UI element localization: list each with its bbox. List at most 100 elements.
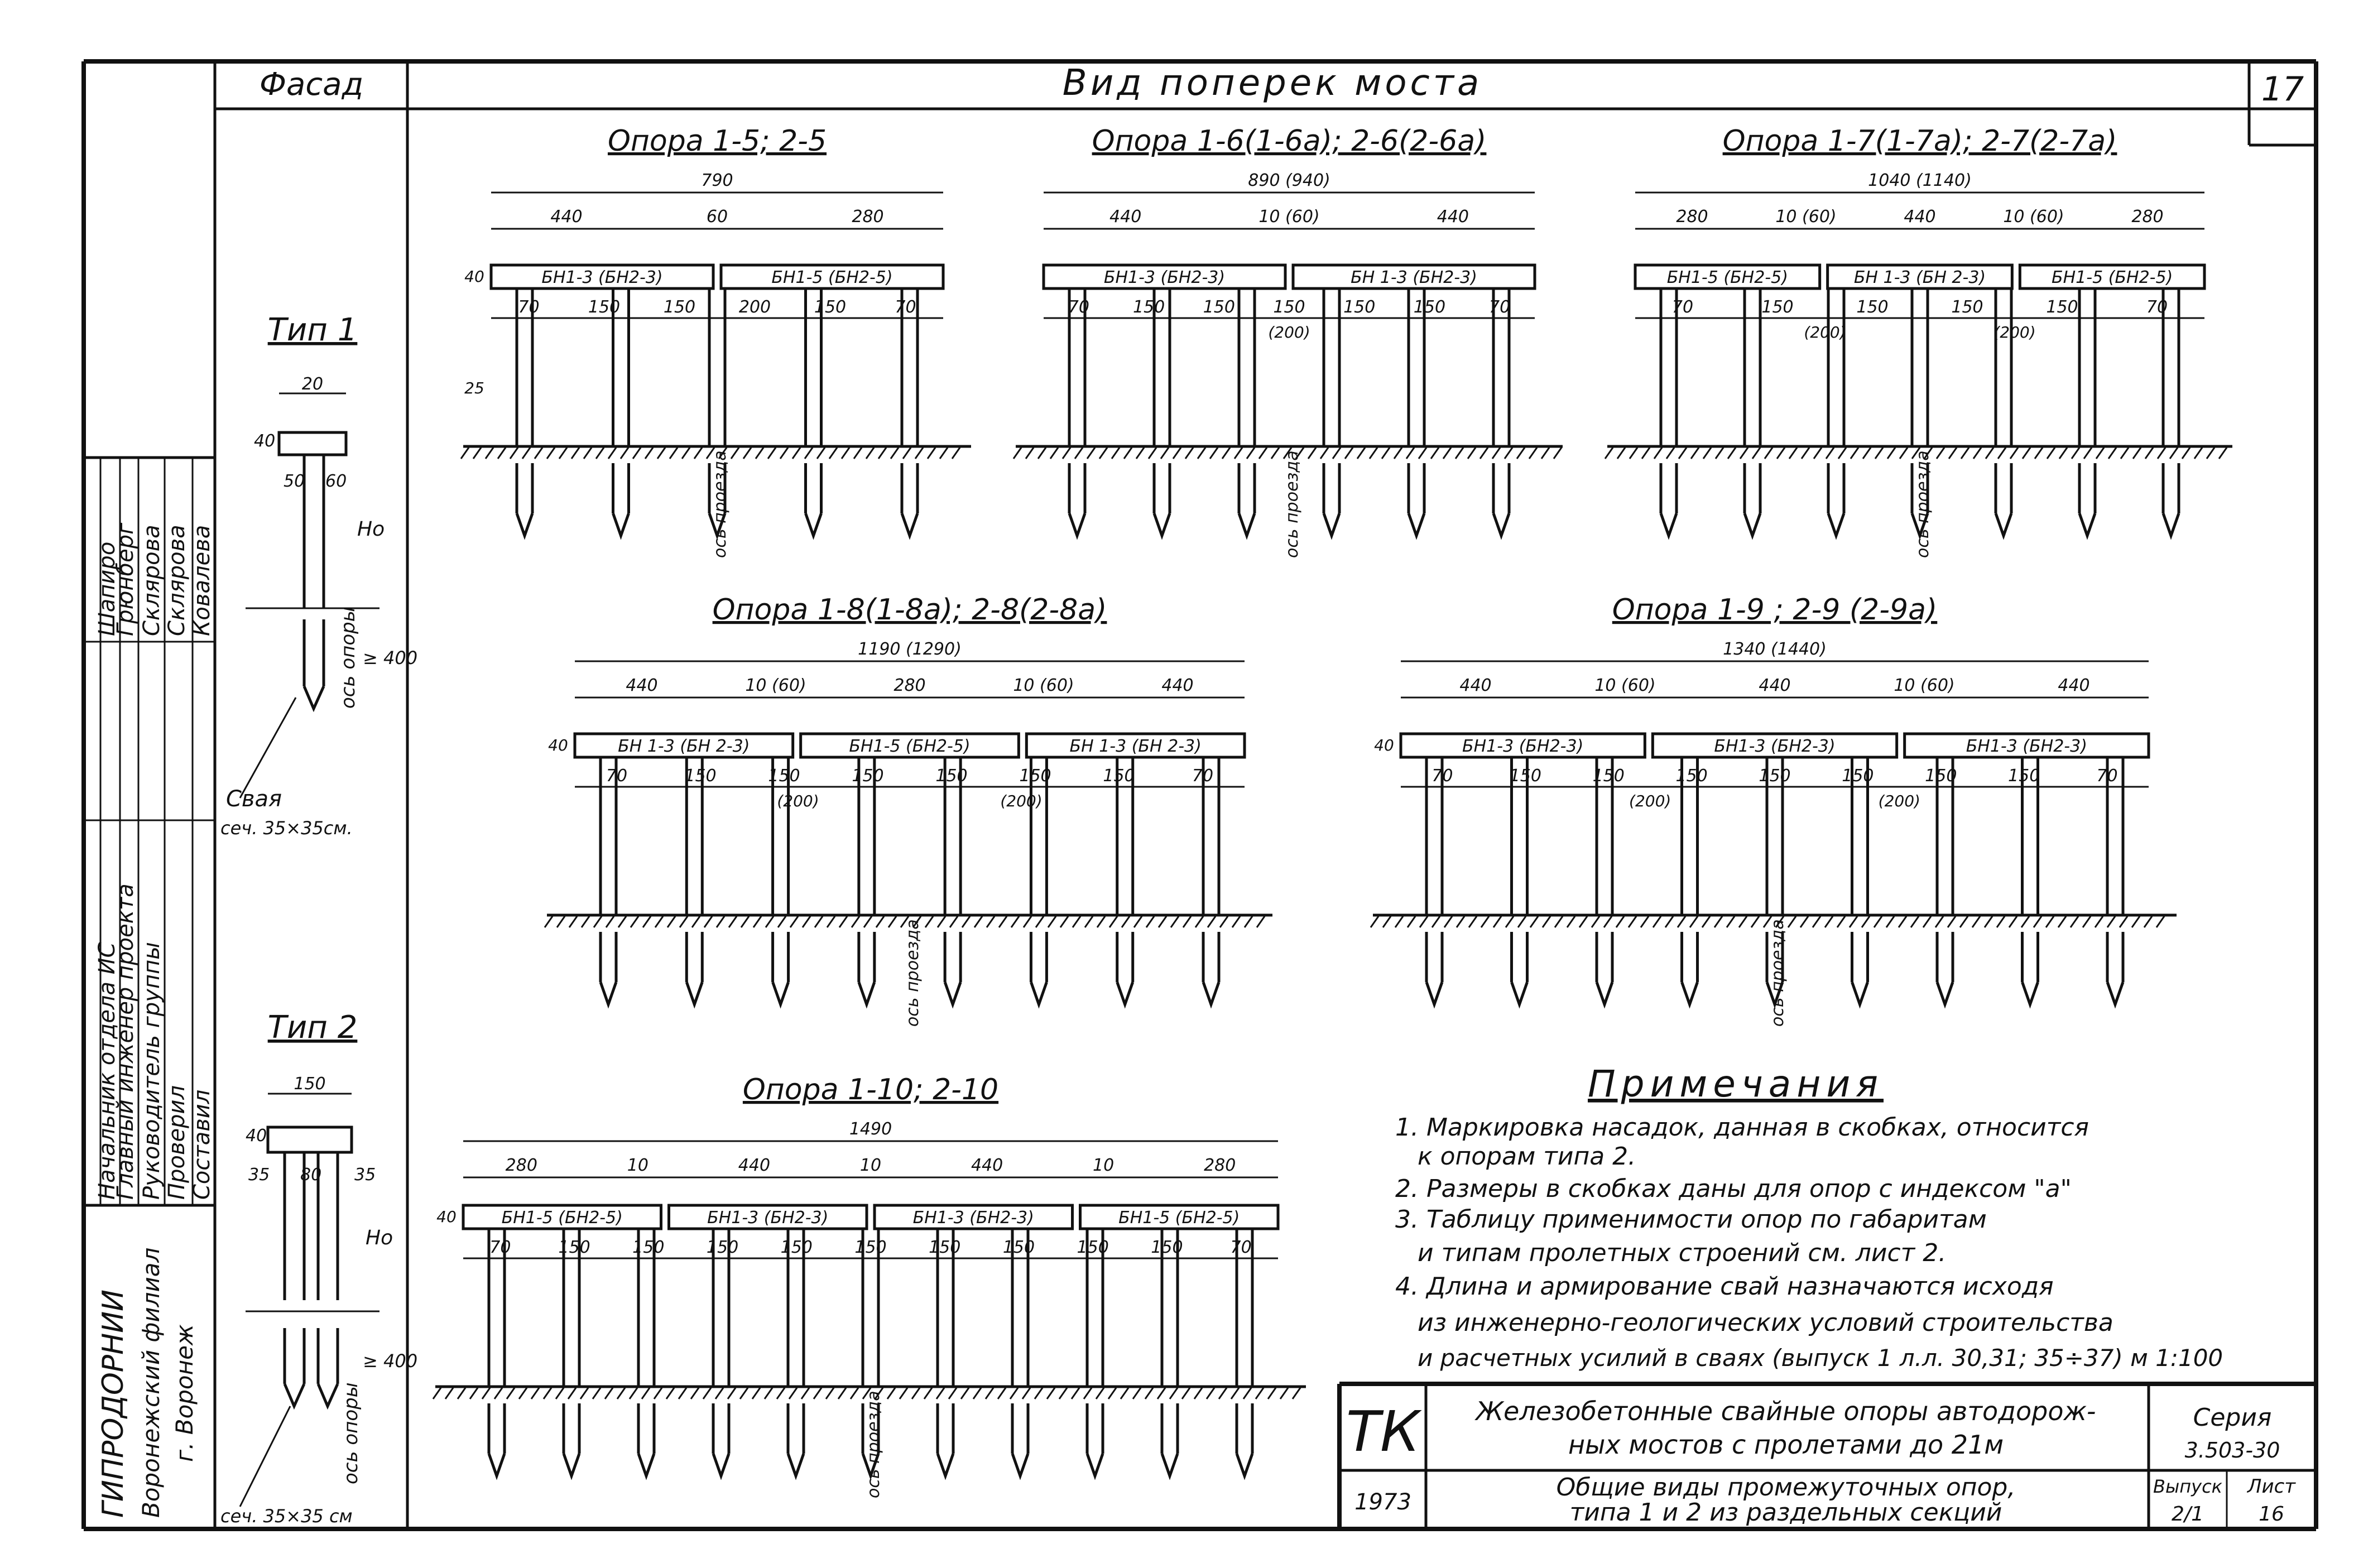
- ground-hatch: [751, 1387, 761, 1399]
- total-dim-label: 1190 (1290): [858, 639, 962, 659]
- ground-hatch: [1209, 447, 1219, 459]
- ground-hatch: [1096, 916, 1106, 928]
- ground-hatch: [2143, 916, 2153, 928]
- pile-tip: [1011, 1453, 1030, 1480]
- ground-hatch: [1911, 447, 1921, 459]
- pile-tip: [1659, 513, 1678, 540]
- pile-cap-label: БН1-5 (БН2-5): [849, 737, 970, 756]
- ground-hatch: [951, 447, 961, 459]
- pile-tip: [1425, 982, 1444, 1009]
- title-logo: ТК: [1346, 1399, 1422, 1464]
- notes-heading: Примечания: [1588, 1062, 1884, 1105]
- axis-label-group: ось проезда: [1913, 450, 1933, 558]
- ground-hatch: [1862, 447, 1872, 459]
- ground-hatch: [714, 1387, 724, 1399]
- stamp-role-4: Проверил: [164, 1085, 190, 1200]
- ground-hatch: [678, 1387, 688, 1399]
- axis-label: ось проезда: [903, 919, 923, 1027]
- ground-hatch: [1528, 447, 1538, 459]
- ground-hatch: [1381, 447, 1391, 459]
- ground-hatch: [1061, 447, 1072, 459]
- segment-dim-label: 440: [971, 1156, 1003, 1175]
- ground-hatch: [1370, 916, 1380, 928]
- ground-hatch: [1971, 916, 1981, 928]
- ground-hatch: [481, 1387, 491, 1399]
- pile-dim-label: 150: [1273, 297, 1305, 317]
- ground-hatch: [2034, 447, 2044, 459]
- pile-cap-label: БН 1-3 (БН2-3): [1351, 268, 1477, 287]
- issue-label: Выпуск: [2153, 1476, 2223, 1497]
- ground-hatch: [2057, 916, 2067, 928]
- pile-cap-label: БН 1-3 (БН 2-3): [1070, 737, 1202, 756]
- ground-hatch: [1492, 916, 1502, 928]
- ground-hatch: [630, 916, 640, 928]
- ground-hatch: [1873, 916, 1883, 928]
- ground-hatch: [1541, 916, 1551, 928]
- pile-dim-alt-label: (200): [1804, 323, 1846, 342]
- ground-hatch: [1184, 447, 1194, 459]
- note-line-2: к опорам типа 2.: [1418, 1142, 1636, 1171]
- pile-tip: [1068, 513, 1087, 540]
- pile-dim-label: 150: [1510, 766, 1541, 786]
- ground-hatch: [828, 447, 838, 459]
- axis-label: ось проезда: [1768, 919, 1788, 1027]
- ground-hatch: [1095, 1387, 1105, 1399]
- ground-hatch: [457, 1387, 467, 1399]
- ground-hatch: [788, 1387, 798, 1399]
- pile-tip: [2078, 513, 2097, 540]
- segment-dim-label: 10: [1093, 1156, 1114, 1175]
- note-line-7: из инженерно-геологических условий строи…: [1418, 1309, 2113, 1337]
- ground-hatch: [1393, 447, 1403, 459]
- ground-hatch: [1231, 916, 1241, 928]
- ground-hatch: [607, 447, 617, 459]
- ground-hatch: [691, 916, 701, 928]
- ground-hatch: [1072, 916, 1082, 928]
- pile-dim-label: 150: [1761, 297, 1793, 317]
- extra-dim-label: 40: [1374, 736, 1394, 754]
- ground-hatch: [1678, 447, 1688, 459]
- ground-hatch: [693, 447, 703, 459]
- ground-hatch: [669, 447, 679, 459]
- ground-hatch: [1083, 1387, 1093, 1399]
- segment-dim-label: 10 (60): [1013, 676, 1074, 695]
- pile-tip: [1492, 513, 1511, 540]
- pile-cap-label: БН1-5 (БН2-5): [2052, 268, 2173, 287]
- pile-tip: [936, 1453, 955, 1480]
- ground-hatch: [1193, 1387, 1203, 1399]
- notes: Примечания 1. Маркировка насадок, данная…: [1395, 1062, 2223, 1372]
- pile-dim-label: 150: [935, 766, 967, 786]
- ground-hatch: [960, 1387, 970, 1399]
- ground-hatch: [1012, 447, 1022, 459]
- stamp-role-5: Составил: [189, 1090, 215, 1200]
- segment-dim-label: 10 (60): [1258, 207, 1319, 227]
- ground-hatch: [1996, 916, 2006, 928]
- pile-dim-label: 150: [929, 1238, 960, 1257]
- type2-dim-400: ≥ 400: [363, 1350, 417, 1372]
- pile-cap: [873, 1204, 1074, 1230]
- type1-pile-label: Свая: [226, 786, 282, 812]
- ground-hatch: [1133, 916, 1143, 928]
- pile-tip: [612, 513, 630, 540]
- type2-section-label: сеч. 35×35 см: [220, 1506, 353, 1527]
- type2-dim-h0: Но: [366, 1226, 393, 1249]
- pile-dim-label: 70: [1231, 1238, 1252, 1257]
- ground-hatch: [865, 447, 875, 459]
- pile-dim-label: 150: [588, 297, 620, 317]
- pile-tip: [515, 513, 534, 540]
- axis-label-group: ось проезда: [1282, 450, 1302, 558]
- axis-label-group: ось проезда: [1768, 919, 1788, 1027]
- ground-hatch: [1479, 447, 1489, 459]
- ground-hatch: [900, 916, 910, 928]
- ground-hatch: [1172, 447, 1182, 459]
- pile-tip: [943, 982, 962, 1009]
- ground-hatch: [849, 1387, 859, 1399]
- support-title: Опора 1-9 ; 2-9 (2-9а): [1612, 593, 1938, 627]
- ground-hatch: [1899, 447, 1909, 459]
- support-title: Опора 1-6(1-6а); 2-6(2-6а): [1092, 124, 1487, 158]
- ground-hatch: [1233, 447, 1243, 459]
- ground-hatch: [826, 916, 836, 928]
- ground-hatch: [972, 1387, 982, 1399]
- ground-hatch: [2106, 916, 2116, 928]
- ground-hatch: [1344, 447, 1354, 459]
- ground-hatch: [656, 447, 666, 459]
